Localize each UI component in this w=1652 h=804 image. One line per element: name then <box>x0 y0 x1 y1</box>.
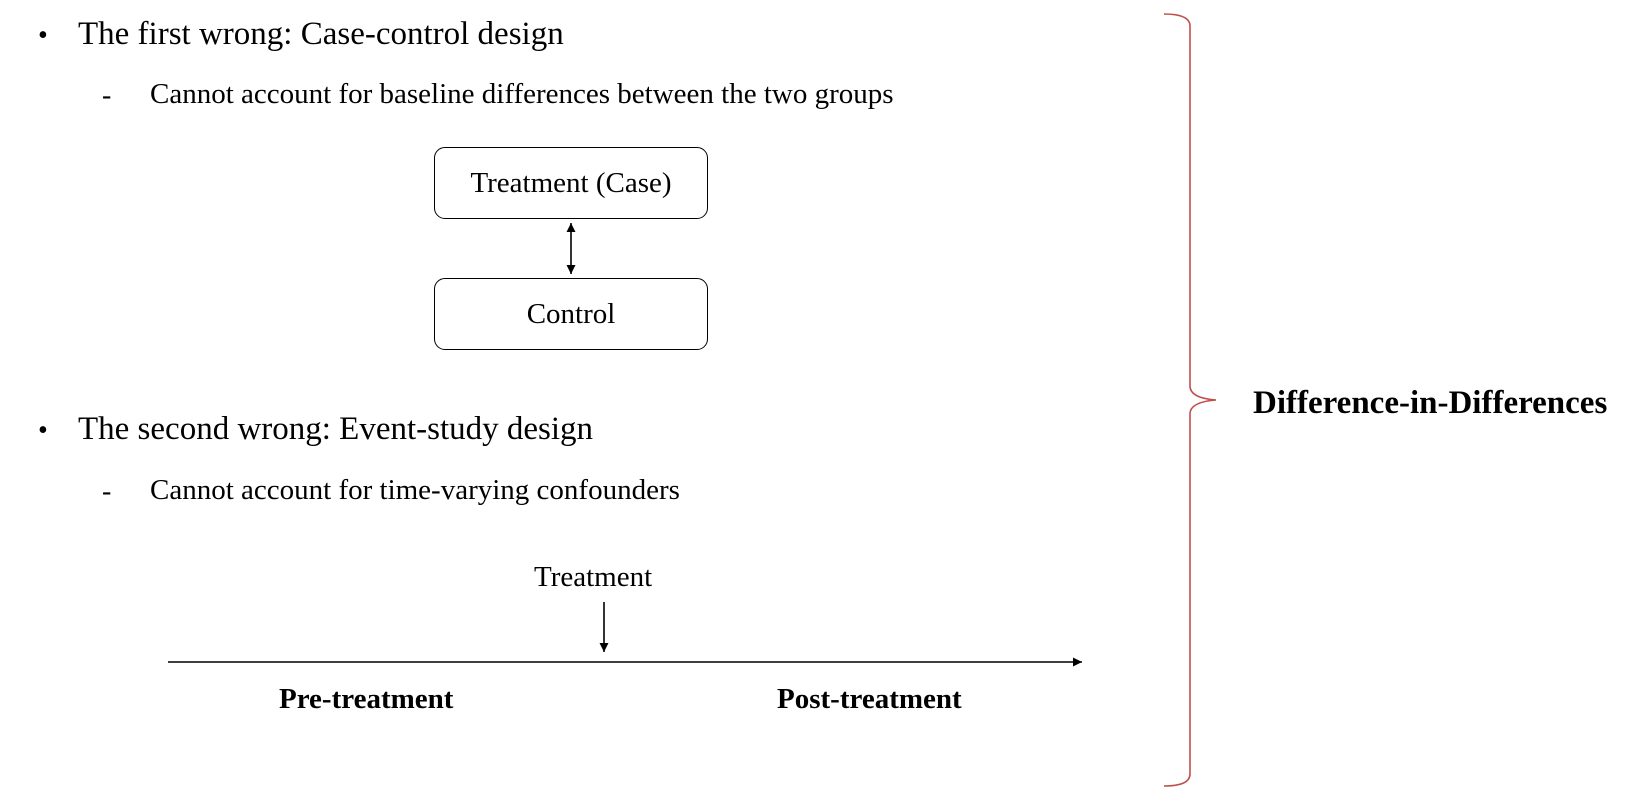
did-label: Difference-in-Differences <box>1253 385 1608 421</box>
dash-marker-1: - <box>102 80 112 111</box>
dash-marker-2: - <box>102 476 112 507</box>
bullet-2-text: The second wrong: Event-study design <box>78 411 594 447</box>
timeline-treatment-label: Treatment <box>534 561 653 593</box>
post-treatment-label: Post-treatment <box>777 683 962 715</box>
control-label: Control <box>526 297 616 330</box>
bullet-marker-1: • <box>38 20 48 51</box>
treatment-case-label: Treatment (Case) <box>470 166 672 199</box>
treatment-case-box: Treatment (Case) <box>434 147 708 219</box>
control-box: Control <box>434 278 708 350</box>
right-brace <box>1163 13 1217 787</box>
bullet-1-subpoint: Cannot account for baseline differences … <box>150 78 894 110</box>
bullet-1-text: The first wrong: Case-control design <box>78 16 564 52</box>
bullet-2-subpoint: Cannot account for time-varying confound… <box>150 474 680 506</box>
bullet-marker-2: • <box>38 415 48 446</box>
pre-treatment-label: Pre-treatment <box>279 683 454 715</box>
